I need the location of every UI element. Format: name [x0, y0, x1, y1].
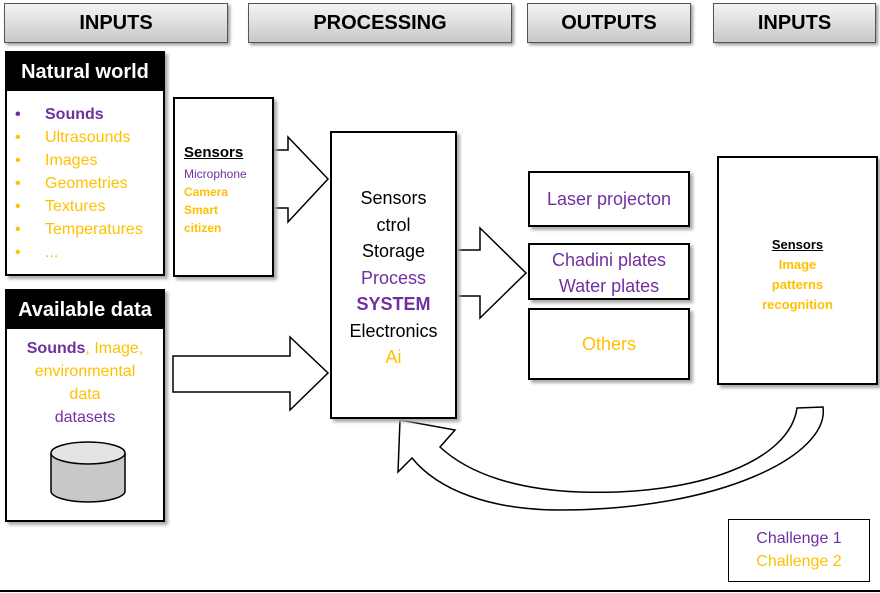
- output-plates-box: Chadini plates Water plates: [528, 243, 690, 300]
- header-inputs-left: INPUTS: [4, 3, 228, 43]
- output-laser-box: Laser projecton: [528, 171, 690, 227]
- sensors-left-list: Microphone Camera Smart citizen: [184, 167, 247, 235]
- legend-box: Challenge 1 Challenge 2: [728, 519, 870, 582]
- arrow-data-to-processing: [172, 335, 330, 412]
- processing-list: Sensors ctrol Storage Process SYSTEM Ele…: [349, 188, 438, 367]
- sensors-left-title: Sensors: [184, 144, 244, 161]
- list-item: •Temperatures: [15, 221, 143, 238]
- available-data-box: Available data Sounds, Image, environmen…: [5, 289, 165, 522]
- output-chadini-label: Chadini plates: [551, 250, 667, 270]
- arrow-feedback-curve: [397, 406, 824, 511]
- list-item: •Geometries: [15, 175, 128, 192]
- database-cylinder-icon: [50, 441, 126, 503]
- header-processing: PROCESSING: [248, 3, 512, 43]
- list-item: •...: [15, 244, 59, 261]
- legend-challenge-1: Challenge 1: [756, 530, 842, 547]
- natural-world-list: •Sounds •Ultrasounds •Images •Geometries…: [7, 103, 163, 264]
- list-item: •Textures: [15, 198, 106, 215]
- header-outputs: OUTPUTS: [527, 3, 691, 43]
- legend-challenge-2: Challenge 2: [756, 553, 842, 570]
- output-others-box: Others: [528, 308, 690, 380]
- sensors-right-list: Sensors Image patterns recognition: [762, 237, 833, 312]
- processing-system-box: Sensors ctrol Storage Process SYSTEM Ele…: [330, 131, 457, 419]
- available-data-text: Sounds, Image, environmental data datase…: [26, 340, 144, 426]
- natural-world-box: Natural world •Sounds •Ultrasounds •Imag…: [5, 51, 165, 276]
- output-laser-label: Laser projecton: [546, 188, 672, 209]
- output-water-label: Water plates: [558, 276, 660, 296]
- header-inputs-right: INPUTS: [713, 3, 876, 43]
- sensors-left-box: Sensors Microphone Camera Smart citizen: [173, 97, 274, 277]
- list-item: •Ultrasounds: [15, 129, 131, 146]
- available-data-title: Available data: [7, 291, 163, 329]
- natural-world-title: Natural world: [7, 53, 163, 91]
- list-item: •Images: [15, 152, 98, 169]
- list-item: •Sounds: [15, 106, 104, 123]
- arrow-processing-to-outputs: [454, 226, 528, 320]
- output-others-label: Others: [581, 333, 637, 354]
- sensors-right-box: Sensors Image patterns recognition: [717, 156, 878, 385]
